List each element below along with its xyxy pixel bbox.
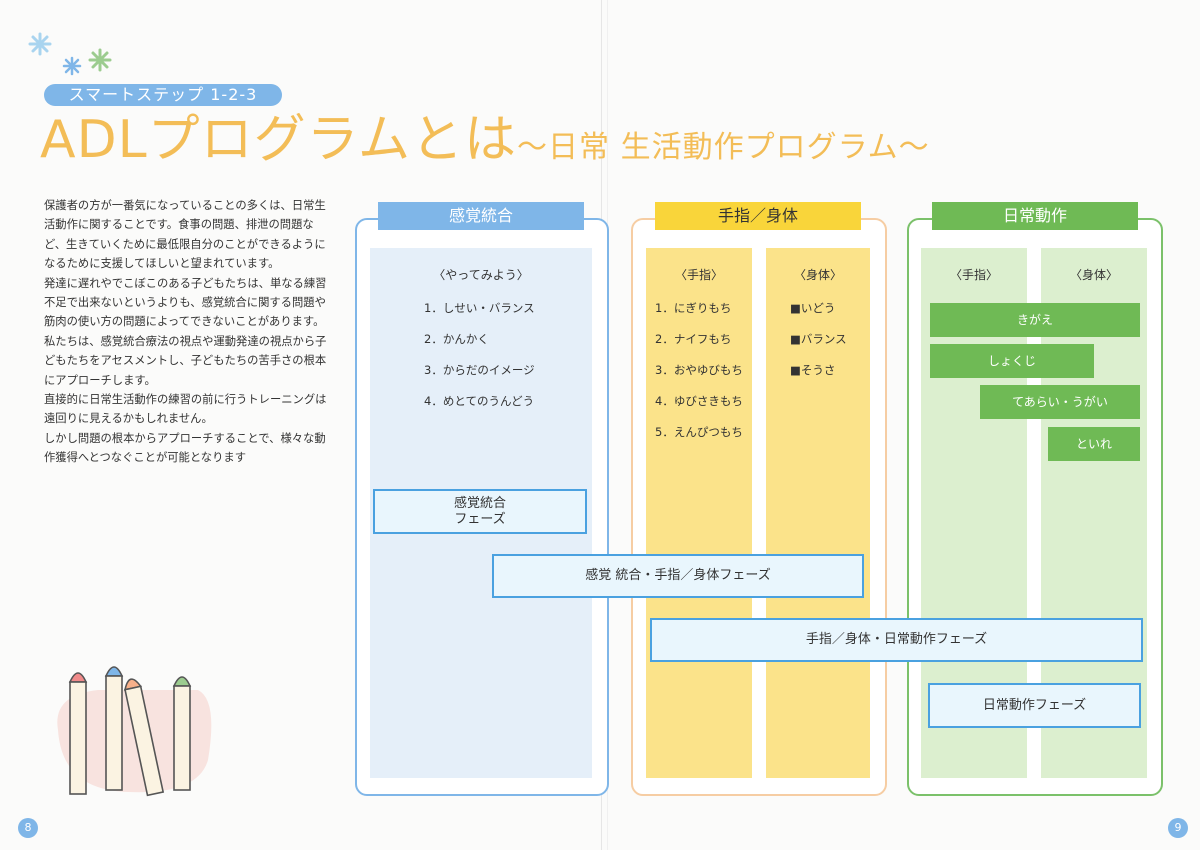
sensory-item: 2．かんかく [424,332,489,346]
daily-bar-eating: しょくじ [930,344,1094,378]
phase-sensory-hand: 感覚 統合・手指／身体フェーズ [492,554,864,598]
phase-sensory-line1: 感覚統合 [453,496,506,511]
hand-body-label: 〈身体〉 [793,268,842,282]
flower-decoration-icon [28,32,112,76]
page-number-left: 8 [18,818,38,838]
daily-body-label: 〈身体〉 [1069,268,1118,282]
hand-finger-item: 2．ナイフもち [655,332,732,346]
hand-finger-item: 5．えんぴつもち [655,425,743,439]
phase-hand-daily: 手指／身体・日常動作フェーズ [650,618,1143,662]
header-hand: 手指／身体 [655,202,861,230]
hand-finger-item: 3．おやゆびもち [655,363,743,377]
hand-body-item: ■いどう [790,301,836,315]
page-title-sub: ～日常 生活動作プログラム～ [517,130,930,165]
crayons-illustration-icon [57,666,212,797]
hand-finger-item: 1．にぎりもち [655,301,732,315]
daily-bar-dressing: きがえ [930,303,1140,337]
sensory-item: 4．めとてのうんどう [424,394,535,408]
daily-finger-label: 〈手指〉 [949,268,998,282]
sensory-item: 1．しせい・バランス [424,301,535,315]
daily-bar-toilet: といれ [1048,427,1140,461]
header-sensory: 感覚統合 [378,202,584,230]
hand-body-panel [766,248,870,778]
intro-paragraph: 保護者の方が一番気になっていることの多くは、日常生活動作に関することです。食事の… [44,199,326,271]
phase-sensory-line2: フェーズ [454,512,506,527]
header-daily: 日常動作 [932,202,1138,230]
hand-body-item: ■そうさ [790,363,836,377]
hand-finger-panel [646,248,752,778]
sensory-item: 3．からだのイメージ [424,363,535,377]
intro-paragraph: しかし問題の根本からアプローチすることで、様々な動作獲得へとつなぐことが可能とな… [44,431,326,465]
page-title: ADLプログラムとは～日常 生活動作プログラム～ [40,108,930,180]
sensory-sub-label: 〈やってみよう〉 [433,268,529,282]
intro-paragraph: 直接的に日常生活動作の練習の前に行うトレーニングは遠回りに見えるかもしれません。 [44,393,327,426]
page-number-right: 9 [1168,818,1188,838]
hand-body-item: ■バランス [790,332,847,346]
daily-bar-washing: てあらい・うがい [980,385,1140,419]
intro-text: 保護者の方が一番気になっていることの多くは、日常生活動作に関することです。食事の… [44,196,334,468]
phase-sensory: 感覚統合 フェーズ [373,489,587,534]
intro-paragraph: 私たちは、感覚統合療法の視点や運動発達の視点から子どもたちをアセスメントし、子ど… [44,334,327,387]
series-badge: スマートステップ 1-2-3 [44,84,282,106]
phase-daily: 日常動作フェーズ [928,683,1141,728]
hand-finger-item: 4．ゆびさきもち [655,394,743,408]
intro-paragraph: 発達に遅れやでこぼこのある子どもたちは、単なる練習不足で出来ないというよりも、感… [44,276,327,329]
hand-finger-label: 〈手指〉 [674,268,723,282]
page-title-main: ADLプログラムとは [40,110,518,170]
